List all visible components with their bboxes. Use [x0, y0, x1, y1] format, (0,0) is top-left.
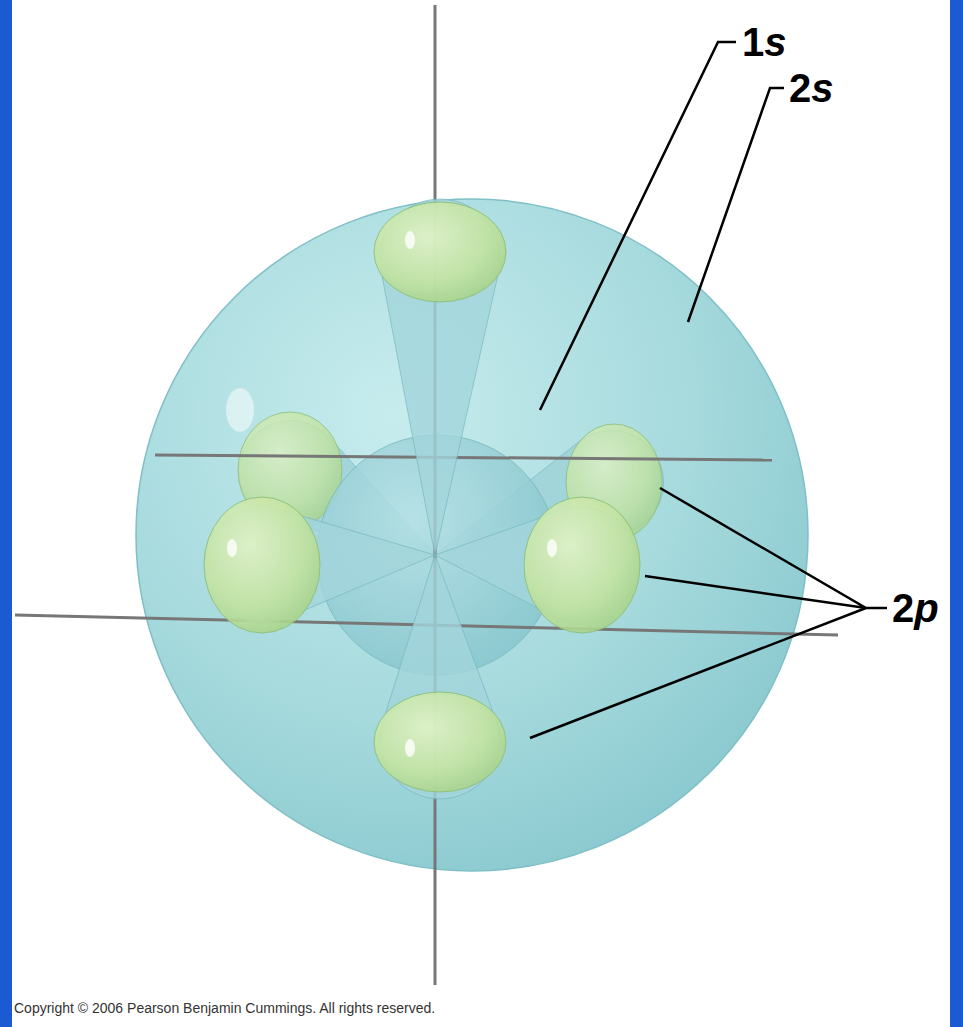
orbital-label: 2s	[789, 64, 834, 112]
shell-number: 2	[892, 586, 914, 630]
highlight	[227, 539, 237, 557]
shell-number: 2	[789, 66, 811, 110]
2p-lobe	[374, 202, 506, 302]
2p-lobe	[204, 497, 320, 633]
leader-line	[540, 42, 736, 410]
2s-sphere	[136, 199, 808, 871]
highlight	[405, 739, 415, 757]
subshell-letter: p	[914, 586, 938, 630]
highlight	[405, 231, 415, 249]
copyright-note: Copyright © 2006 Pearson Benjamin Cummin…	[14, 999, 435, 1017]
2p-lobe	[374, 692, 506, 792]
orbital-label: 1s	[742, 18, 787, 66]
orbital-label: 2p	[892, 584, 939, 632]
axis	[155, 455, 772, 460]
2p-lobe	[524, 497, 640, 633]
subshell-letter: s	[811, 66, 833, 110]
subshell-letter: s	[764, 20, 786, 64]
leader-line	[530, 488, 887, 738]
frame-strip	[950, 0, 963, 1027]
leader-line	[688, 88, 784, 322]
shell-number: 1	[742, 20, 764, 64]
frame-strip	[0, 0, 12, 1027]
highlight	[226, 388, 254, 432]
highlight	[547, 539, 557, 557]
